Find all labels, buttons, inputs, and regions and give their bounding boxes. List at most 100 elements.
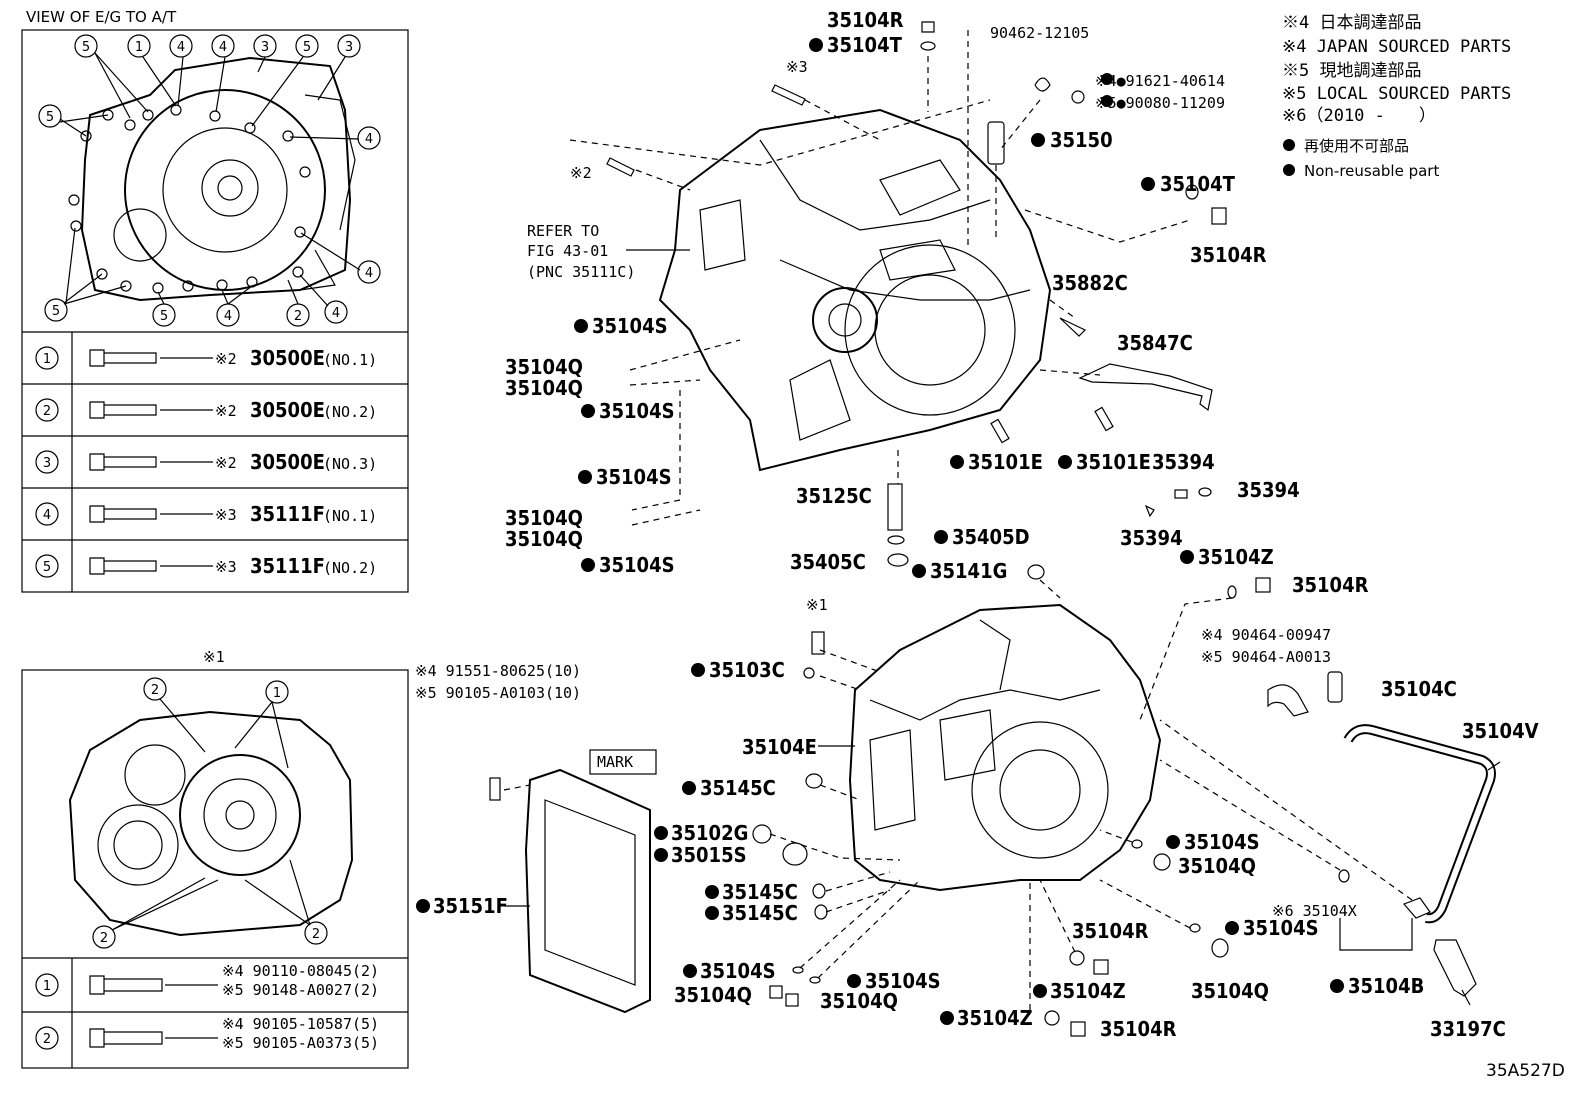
svg-text:2: 2 xyxy=(43,404,51,419)
svg-text:2: 2 xyxy=(43,1032,51,1047)
svg-text:4: 4 xyxy=(219,40,227,55)
leader-lines xyxy=(503,30,1501,1010)
svg-text:※5 90148-A0027(2): ※5 90148-A0027(2) xyxy=(222,981,379,999)
svg-text:35104T: 35104T xyxy=(1160,172,1236,196)
svg-text:35104Q: 35104Q xyxy=(674,983,752,1007)
bottom-left-panel: ※1 2 1 2 2 1 xyxy=(21,648,409,1069)
svg-text:※6（2010 - ）: ※6（2010 - ） xyxy=(1282,106,1436,126)
svg-text:※5●90080-11209: ※5●90080-11209 xyxy=(1095,94,1225,112)
svg-text:35104S: 35104S xyxy=(599,553,675,577)
legend: ※4 日本調達部品 ※4 JAPAN SOURCED PARTS ※5 現地調達… xyxy=(1282,13,1511,180)
svg-text:35394: 35394 xyxy=(1120,526,1183,550)
svg-text:※4 91551-80625(10): ※4 91551-80625(10) xyxy=(415,662,581,680)
svg-text:35104Q: 35104Q xyxy=(1178,854,1256,878)
svg-text:35145C: 35145C xyxy=(700,776,776,800)
top-left-table: 1 ※2 30500E (NO.1) 2 ※2 30500E (NO.2) 3 xyxy=(35,346,377,578)
svg-text:35394: 35394 xyxy=(1152,450,1215,474)
svg-text:※3: ※3 xyxy=(215,506,237,524)
svg-text:30500E: 30500E xyxy=(250,346,325,370)
svg-text:※5 90105-A0373(5): ※5 90105-A0373(5) xyxy=(222,1034,379,1052)
svg-text:※5 LOCAL SOURCED PARTS: ※5 LOCAL SOURCED PARTS xyxy=(1282,84,1511,104)
svg-text:35405D: 35405D xyxy=(952,525,1030,549)
svg-text:35104Q: 35104Q xyxy=(1191,979,1269,1003)
svg-text:35150: 35150 xyxy=(1050,128,1113,152)
svg-text:(NO.2): (NO.2) xyxy=(323,559,377,577)
svg-text:33197C: 33197C xyxy=(1430,1017,1506,1041)
svg-text:35125C: 35125C xyxy=(796,484,872,508)
svg-text:3: 3 xyxy=(345,40,353,55)
transaxle-case xyxy=(848,603,1162,892)
housing-front-view xyxy=(68,710,354,937)
svg-text:4: 4 xyxy=(365,132,373,147)
svg-text:35104Q: 35104Q xyxy=(505,527,583,551)
svg-text:4: 4 xyxy=(365,266,373,281)
svg-text:※3: ※3 xyxy=(786,58,808,76)
table-row: 2 ※4 90105-10587(5) ※5 90105-A0373(5) xyxy=(35,1015,379,1052)
svg-text:※5 90464-A0013: ※5 90464-A0013 xyxy=(1201,648,1331,666)
svg-text:35104S: 35104S xyxy=(865,969,941,993)
svg-text:※4 90464-00947: ※4 90464-00947 xyxy=(1201,626,1331,644)
svg-text:2: 2 xyxy=(312,927,320,942)
converter-housing xyxy=(658,108,1052,472)
svg-text:3: 3 xyxy=(43,456,51,471)
svg-text:※2: ※2 xyxy=(570,164,592,182)
svg-text:1: 1 xyxy=(43,979,51,994)
diagram-id: 35A527D xyxy=(1486,1061,1565,1081)
svg-text:35141G: 35141G xyxy=(930,559,1007,583)
svg-text:35104T: 35104T xyxy=(827,33,903,57)
svg-text:35104Q: 35104Q xyxy=(505,376,583,400)
svg-text:30500E: 30500E xyxy=(250,398,325,422)
svg-text:4: 4 xyxy=(43,508,51,523)
svg-text:※1: ※1 xyxy=(806,596,828,614)
svg-text:35151F: 35151F xyxy=(433,894,508,918)
svg-text:MARK: MARK xyxy=(597,753,633,771)
svg-text:35104Q: 35104Q xyxy=(820,989,898,1013)
svg-text:35103C: 35103C xyxy=(709,658,785,682)
svg-text:30500E: 30500E xyxy=(250,450,325,474)
svg-text:35104S: 35104S xyxy=(596,465,672,489)
svg-text:35101E: 35101E xyxy=(968,450,1043,474)
svg-text:35394: 35394 xyxy=(1237,478,1300,502)
svg-text:35101E: 35101E xyxy=(1076,450,1151,474)
svg-text:(NO.1): (NO.1) xyxy=(323,351,377,369)
svg-text:5: 5 xyxy=(46,110,54,125)
svg-text:※5 現地調達部品: ※5 現地調達部品 xyxy=(1282,61,1421,81)
bottom-left-panel-title: ※1 xyxy=(203,648,225,666)
svg-text:REFER TO: REFER TO xyxy=(527,222,599,240)
table-row: 1 ※4 90110-08045(2) ※5 90148-A0027(2) xyxy=(35,962,379,999)
svg-text:5: 5 xyxy=(82,40,90,55)
svg-text:2: 2 xyxy=(100,931,108,946)
svg-text:35104Z: 35104Z xyxy=(957,1006,1033,1030)
svg-text:2: 2 xyxy=(151,683,159,698)
svg-text:35104Q: 35104Q xyxy=(505,355,583,379)
svg-text:(NO.3): (NO.3) xyxy=(323,455,377,473)
svg-text:35145C: 35145C xyxy=(722,901,798,925)
svg-text:(NO.2): (NO.2) xyxy=(323,403,377,421)
bottom-left-callouts xyxy=(92,677,328,949)
labels: 35104R 35104T 90462-12105 ※3 ※4●91621-40… xyxy=(415,8,1565,1081)
svg-text:35405C: 35405C xyxy=(790,550,866,574)
svg-text:35104E: 35104E xyxy=(742,735,817,759)
svg-text:※5 90105-A0103(10): ※5 90105-A0103(10) xyxy=(415,684,581,702)
svg-text:35104C: 35104C xyxy=(1381,677,1457,701)
bottom-left-callout-text: 2 1 2 2 xyxy=(100,683,320,946)
svg-text:35104S: 35104S xyxy=(592,314,668,338)
svg-text:35145C: 35145C xyxy=(722,880,798,904)
svg-text:FIG 43-01: FIG 43-01 xyxy=(527,242,608,260)
svg-text:5: 5 xyxy=(303,40,311,55)
svg-text:(PNC 35111C): (PNC 35111C) xyxy=(527,263,635,281)
table-row: 2 ※2 30500E (NO.2) xyxy=(35,398,377,422)
svg-text:4: 4 xyxy=(177,40,185,55)
top-left-panel-title: VIEW OF E/G TO A/T xyxy=(26,8,177,26)
svg-text:35102G: 35102G xyxy=(671,821,748,845)
svg-text:5: 5 xyxy=(52,304,60,319)
top-left-callouts xyxy=(38,34,381,327)
svg-text:Non-reusable part: Non-reusable part xyxy=(1304,162,1439,180)
svg-text:5: 5 xyxy=(160,309,168,324)
svg-text:35111F: 35111F xyxy=(250,554,325,578)
svg-text:35104Q: 35104Q xyxy=(505,506,583,530)
svg-text:※2: ※2 xyxy=(215,350,237,368)
svg-text:35104R: 35104R xyxy=(827,8,904,32)
svg-text:35015S: 35015S xyxy=(671,843,747,867)
